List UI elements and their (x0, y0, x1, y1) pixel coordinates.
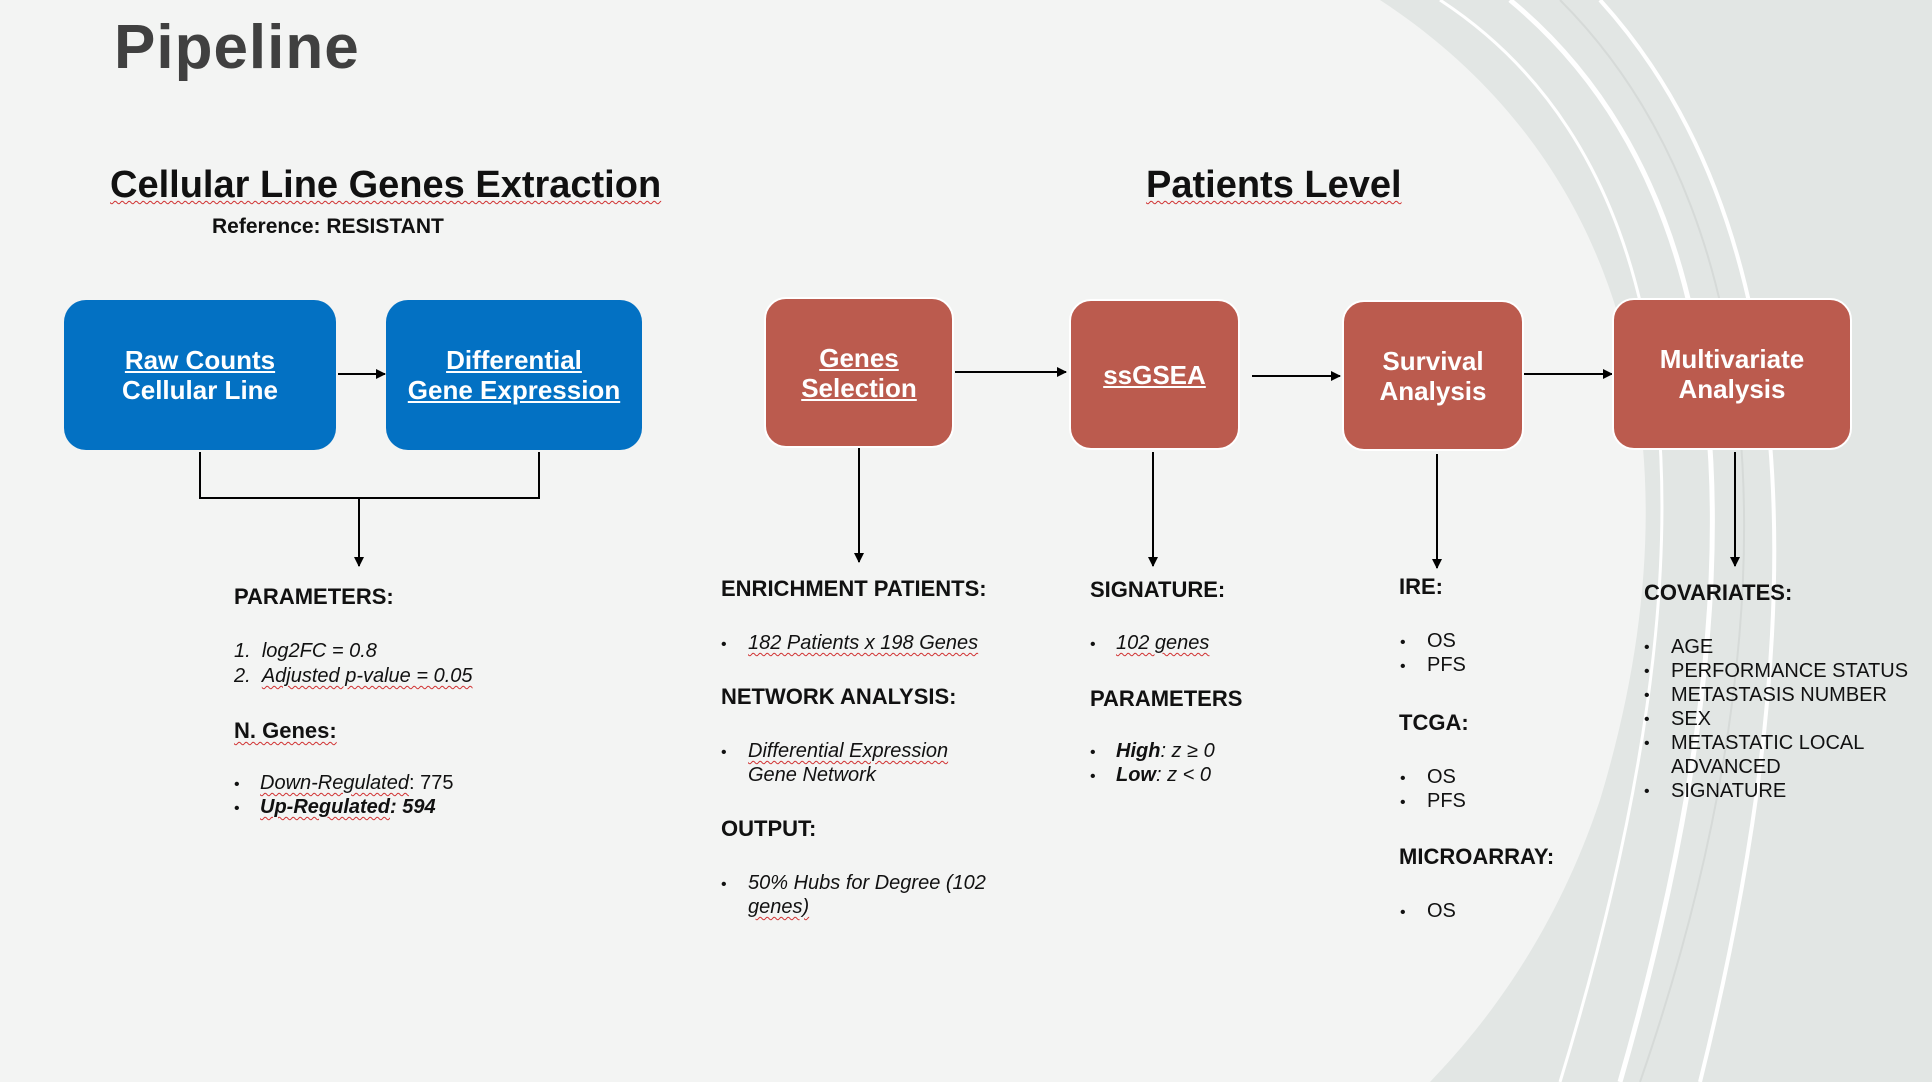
up-regulated-item: Up-Regulated: 594 (260, 796, 436, 818)
covariate-metastatic-local: METASTATIC LOCAL (1671, 732, 1865, 754)
left-section-title: Cellular Line Genes Extraction (110, 164, 662, 206)
bullet: • (1090, 768, 1096, 785)
network-item-line1: Differential Expression (748, 740, 949, 762)
param-2: 2. Adjusted p-value = 0.05 (234, 665, 473, 687)
signature-item: 102 genes (1116, 632, 1210, 654)
genes-selection-line2: Selection (801, 372, 917, 403)
output-item-line1: 50% Hubs for Degree (102 (748, 872, 986, 894)
bullet: • (1090, 744, 1096, 761)
microarray-os: OS (1427, 900, 1456, 922)
multivariate-line1: Multivariate (1659, 344, 1805, 374)
covariate-metastasis: METASTASIS NUMBER (1671, 684, 1887, 706)
covariate-signature: SIGNATURE (1671, 780, 1787, 802)
bullet: • (1400, 794, 1406, 811)
bullet: • (1644, 711, 1650, 728)
page-title: Pipeline (114, 13, 360, 82)
raw-counts-line2: Cellular Line (121, 375, 279, 405)
tcga-os: OS (1427, 766, 1456, 788)
multivariate-line2: Analysis (1678, 374, 1786, 404)
enrichment-item: 182 Patients x 198 Genes (748, 632, 979, 654)
bullet: • (1644, 783, 1650, 800)
covariate-performance: PERFORMANCE STATUS (1671, 660, 1909, 682)
bullet: • (234, 800, 240, 817)
bullet: • (721, 876, 727, 893)
microarray-header: MICROARRAY: (1399, 844, 1555, 869)
n-genes-header: N. Genes: (234, 718, 337, 743)
tcga-header: TCGA: (1399, 710, 1469, 735)
parameters-header: PARAMETERS: (234, 584, 394, 609)
covariates-header: COVARIATES: (1644, 580, 1793, 605)
diff-expr-line1: Differential (446, 345, 582, 375)
raw-counts-line1: Raw Counts (124, 345, 276, 375)
bullet: • (1644, 687, 1650, 704)
bracket-left (199, 452, 540, 499)
ire-os: OS (1427, 630, 1456, 652)
param-1: 1. log2FC = 0.8 (234, 640, 377, 662)
signature-header: SIGNATURE: (1090, 577, 1226, 602)
network-header: NETWORK ANALYSIS: (721, 684, 957, 709)
genes-selection-line1: Genes (819, 342, 899, 373)
bullet: • (1644, 663, 1650, 680)
survival-line1: Survival (1382, 345, 1484, 376)
bullet: • (1644, 735, 1650, 752)
output-header: OUTPUT: (721, 816, 817, 841)
covariate-sex: SEX (1671, 708, 1712, 730)
bullet: • (1400, 634, 1406, 651)
bullet: • (234, 776, 240, 793)
bullet: • (1644, 639, 1650, 656)
bullet: • (1400, 658, 1406, 675)
covariate-age: AGE (1671, 636, 1714, 658)
right-section-title: Patients Level (1146, 164, 1402, 206)
diff-expr-line2: Gene Expression (407, 375, 621, 405)
ire-header: IRE: (1399, 574, 1443, 599)
reference-label: Reference: RESISTANT (212, 215, 444, 238)
bullet: • (1400, 770, 1406, 787)
bullet: • (1090, 636, 1096, 653)
tcga-pfs: PFS (1427, 790, 1466, 812)
bullet: • (1400, 904, 1406, 921)
enrichment-header: ENRICHMENT PATIENTS: (721, 576, 987, 601)
high-param: High: z ≥ 0 (1116, 740, 1215, 762)
low-param: Low: z < 0 (1116, 764, 1212, 786)
covariate-advanced: ADVANCED (1671, 756, 1781, 778)
ssgsea-parameters-header: PARAMETERS (1090, 686, 1243, 711)
bullet: • (721, 744, 727, 761)
bullet: • (721, 636, 727, 653)
survival-line2: Analysis (1379, 375, 1487, 406)
ire-pfs: PFS (1427, 654, 1466, 676)
down-regulated-item: Down-Regulated: 775 (260, 772, 454, 794)
output-item-line2: genes) (748, 896, 810, 918)
network-item-line2: Gene Network (748, 764, 876, 786)
ssgsea-box[interactable]: ssGSEA (1069, 299, 1240, 450)
ssgsea-label: ssGSEA (1103, 359, 1206, 390)
